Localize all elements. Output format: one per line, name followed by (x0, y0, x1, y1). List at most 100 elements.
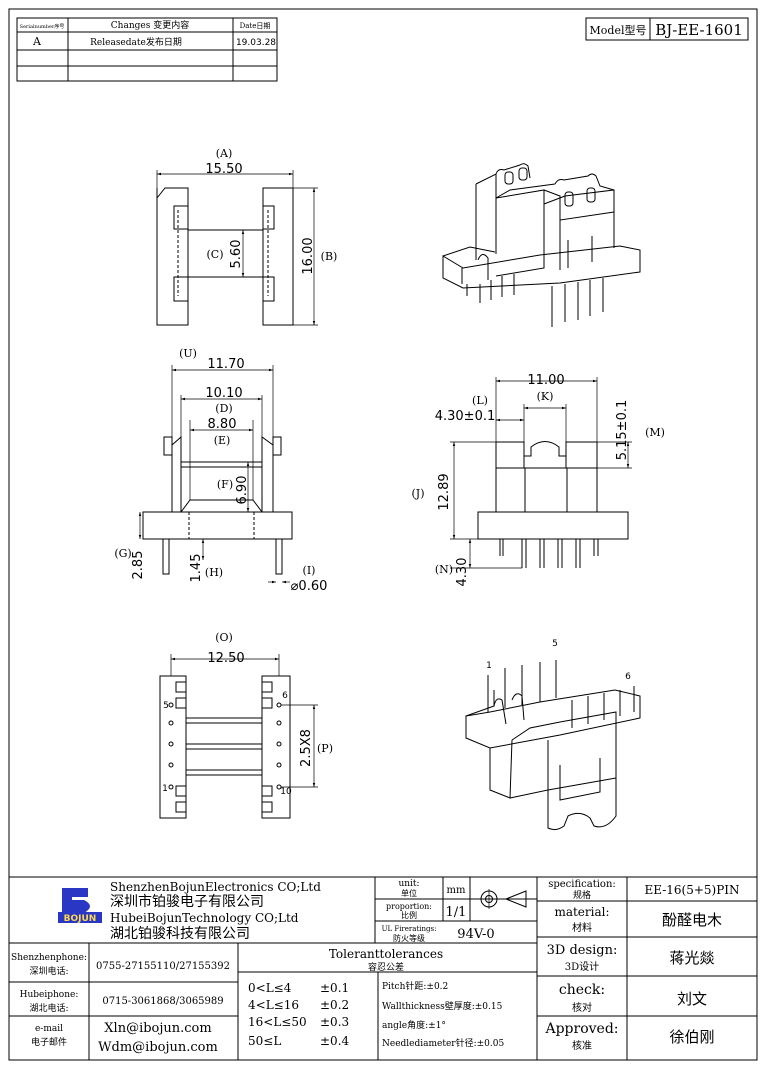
bottom-pin1-label: 1 (162, 784, 168, 794)
dim-j-value: 12.89 (437, 473, 452, 510)
tol-range-2: 4<L≤16 (248, 998, 299, 1012)
model-label: Model型号 (590, 23, 647, 37)
material-value: 酚醛电木 (662, 911, 722, 929)
dim-f-tag: (F) (217, 478, 233, 491)
rev-row1-change: Releasedate发布日期 (90, 36, 182, 48)
tol-range-3: 16<L≤50 (248, 1015, 307, 1029)
tol-range-4: 50≤L (248, 1034, 281, 1048)
rev-row1-serial: A (32, 35, 42, 48)
hb-phone-label-cn: 湖北电话: (29, 1002, 68, 1014)
proportion-label-cn: 比例 (401, 910, 417, 920)
tol-value-2: ±0.2 (320, 998, 349, 1012)
tol-title-cn: 容忍公差 (368, 961, 404, 973)
isometric-view-bottom (465, 660, 641, 831)
dim-j-tag: (J) (412, 487, 425, 500)
model-box (585, 17, 749, 41)
dim-e-tag: (E) (214, 434, 231, 447)
tol-note-wall: Wallthickness壁厚度:±0.15 (382, 1000, 503, 1012)
dim-b-tag: (B) (321, 250, 338, 263)
dim-i-tag: (I) (303, 564, 316, 577)
email-label-cn: 电子邮件 (31, 1036, 67, 1048)
side-top-dim-value: 11.00 (527, 373, 564, 388)
revision-table (16, 17, 278, 82)
email-label-en: e-mail (35, 1024, 63, 1034)
spec-value: EE-16(5+5)PIN (644, 883, 739, 897)
check-value: 刘文 (677, 990, 707, 1008)
isometric-view-top (442, 163, 641, 327)
check-label-cn: 核对 (572, 1001, 592, 1014)
bojun-logo (58, 888, 102, 923)
dim-f-value: 6.90 (235, 476, 250, 505)
tol-range-1: 0<L≤4 (248, 981, 292, 995)
side-view (450, 377, 632, 569)
hb-phone-value: 0715-3061868/3065989 (102, 996, 223, 1007)
company-cn-1: 深圳市铂骏电子有限公司 (110, 893, 264, 910)
dim-d-value: 10.10 (205, 386, 242, 401)
company-cn-2: 湖北铂骏科技有限公司 (110, 926, 250, 942)
dim-h-value: 1.45 (189, 554, 204, 583)
unit-value: mm (447, 885, 466, 896)
design-label-cn: 3D设计 (565, 960, 599, 973)
tol-value-1: ±0.1 (320, 981, 349, 995)
unit-label-en: unit: (398, 879, 419, 889)
approved-value: 徐伯刚 (669, 1028, 714, 1046)
sz-phone-label-en: Shenzhenphone: (11, 953, 87, 963)
hb-phone-label-en: Hubeiphone: (20, 990, 79, 1000)
dim-p-value: 2.5X8 (299, 729, 314, 767)
iso-pin5-label: 5 (552, 639, 558, 649)
company-en-2: HubeiBojunTechnology CO;Ltd (110, 911, 299, 925)
company-en-1: ShenzhenBojunElectronics CO;Ltd (110, 880, 321, 894)
dim-h-tag: (H) (205, 566, 223, 579)
design-label-en: 3D design: (547, 943, 618, 958)
tol-value-4: ±0.4 (320, 1034, 350, 1048)
rev-row1-date: 19.03.28 (236, 38, 276, 48)
proportion-label-en: proportion: (386, 902, 432, 911)
iso-pin1-label: 1 (486, 661, 492, 671)
approved-label-en: Approved: (544, 1021, 618, 1037)
unit-label-cn: 单位 (401, 888, 417, 898)
bottom-pin6-label: 6 (282, 691, 288, 701)
dim-u-value: 11.70 (207, 357, 244, 372)
spec-label-en: specification: (548, 879, 616, 890)
dim-c-value: 5.60 (229, 240, 244, 269)
dim-a-value: 15.50 (205, 162, 242, 177)
rev-header-changes: Changes 变更内容 (111, 19, 189, 31)
dim-m-tag: (M) (645, 426, 665, 439)
material-label-en: material: (554, 905, 609, 919)
email-1: Xln@ibojun.com (104, 1021, 211, 1036)
bottom-pin10-label: 10 (280, 787, 292, 797)
model-value: BJ-EE-1601 (655, 21, 743, 39)
dim-n-value: 4.30 (455, 558, 470, 587)
tol-note-angle: angle角度:±1° (382, 1019, 446, 1031)
dim-i-value: ⌀0.60 (291, 579, 328, 594)
approved-label-cn: 核准 (572, 1039, 592, 1052)
dim-l-value: 4.30±0.1 (435, 409, 496, 424)
dim-n-tag: (N) (435, 563, 453, 576)
tol-note-needle: Needlediameter针径:±0.05 (382, 1037, 504, 1049)
title-block (8, 876, 758, 1061)
dim-p-tag: (P) (317, 742, 333, 755)
front-view (138, 365, 293, 584)
logo-text: BOJUN (64, 914, 97, 924)
dim-d-tag: (D) (215, 402, 232, 415)
design-value: 蒋光燚 (669, 949, 714, 967)
tol-value-3: ±0.3 (320, 1015, 349, 1029)
bottom-pin5-label: 5 (163, 701, 169, 711)
dim-m-value: 5.15±0.1 (615, 400, 630, 461)
check-label-en: check: (559, 982, 605, 998)
dim-b-value: 16.00 (301, 237, 316, 274)
dim-u-tag: (U) (179, 347, 197, 360)
dim-o-value: 12.50 (207, 651, 244, 666)
proportion-value: 1/1 (446, 905, 467, 920)
dim-k-tag: (K) (537, 390, 554, 403)
dim-g-tag: (G) (114, 547, 131, 560)
spec-label-cn: 规格 (573, 889, 591, 901)
top-view (156, 170, 318, 326)
ul-label-cn: 防火等级 (393, 933, 425, 943)
sz-phone-label-cn: 深圳电话: (29, 965, 68, 977)
dim-c-tag: (C) (207, 248, 224, 261)
ul-label-en: UL Fireratings: (382, 925, 437, 933)
dim-l-tag: (L) (472, 394, 488, 407)
dim-o-tag: (O) (215, 631, 233, 644)
